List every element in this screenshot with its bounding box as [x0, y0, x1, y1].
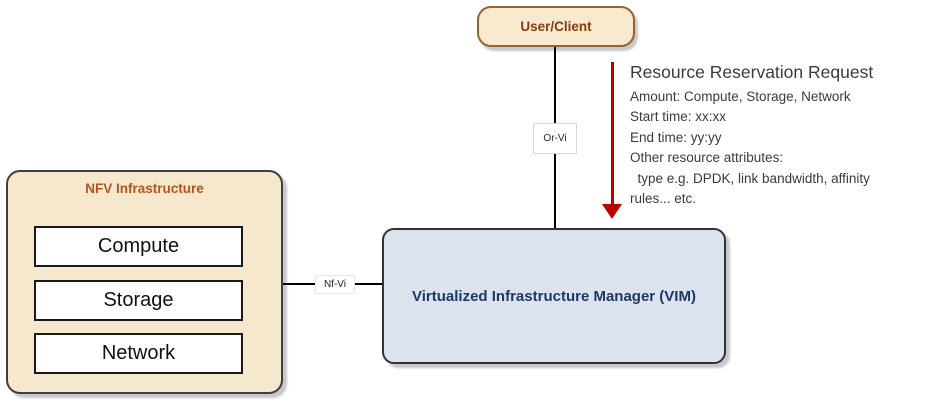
annotation-line-amount: Amount: Compute, Storage, Network: [630, 89, 851, 104]
vim-box: Virtualized Infrastructure Manager (VIM): [382, 228, 726, 364]
annotation-line-type: type e.g. DPDK, link bandwidth, affinity: [630, 170, 870, 186]
annotation-line-other-attributes: Other resource attributes:: [630, 150, 784, 166]
reservation-request-arrowhead-icon: [602, 204, 622, 219]
component-storage-box: Storage: [34, 280, 243, 321]
or-vi-label: Or-Vi: [533, 123, 577, 154]
component-compute-box: Compute: [34, 226, 243, 267]
annotation-title: Resource Reservation Request: [630, 62, 874, 82]
annotation-line-start-time: Start time: xx:xx: [630, 109, 727, 125]
annotation-line-rules: rules... etc.: [630, 191, 697, 207]
nfv-infrastructure-title: NFV Infrastructure: [85, 181, 204, 196]
annotation-line-end-time: End time: yy:yy: [630, 129, 722, 145]
user-client-box: User/Client: [477, 6, 635, 47]
reservation-request-arrow-line: [611, 62, 614, 206]
reservation-request-annotation: Resource Reservation Request Amount: Com…: [630, 60, 942, 209]
nf-vi-label: Nf-Vi: [315, 275, 355, 294]
component-network-box: Network: [34, 333, 243, 374]
vim-label: Virtualized Infrastructure Manager (VIM): [412, 287, 696, 305]
user-client-label: User/Client: [520, 19, 592, 34]
nfv-infrastructure-box: NFV Infrastructure Compute Storage Netwo…: [6, 170, 283, 394]
